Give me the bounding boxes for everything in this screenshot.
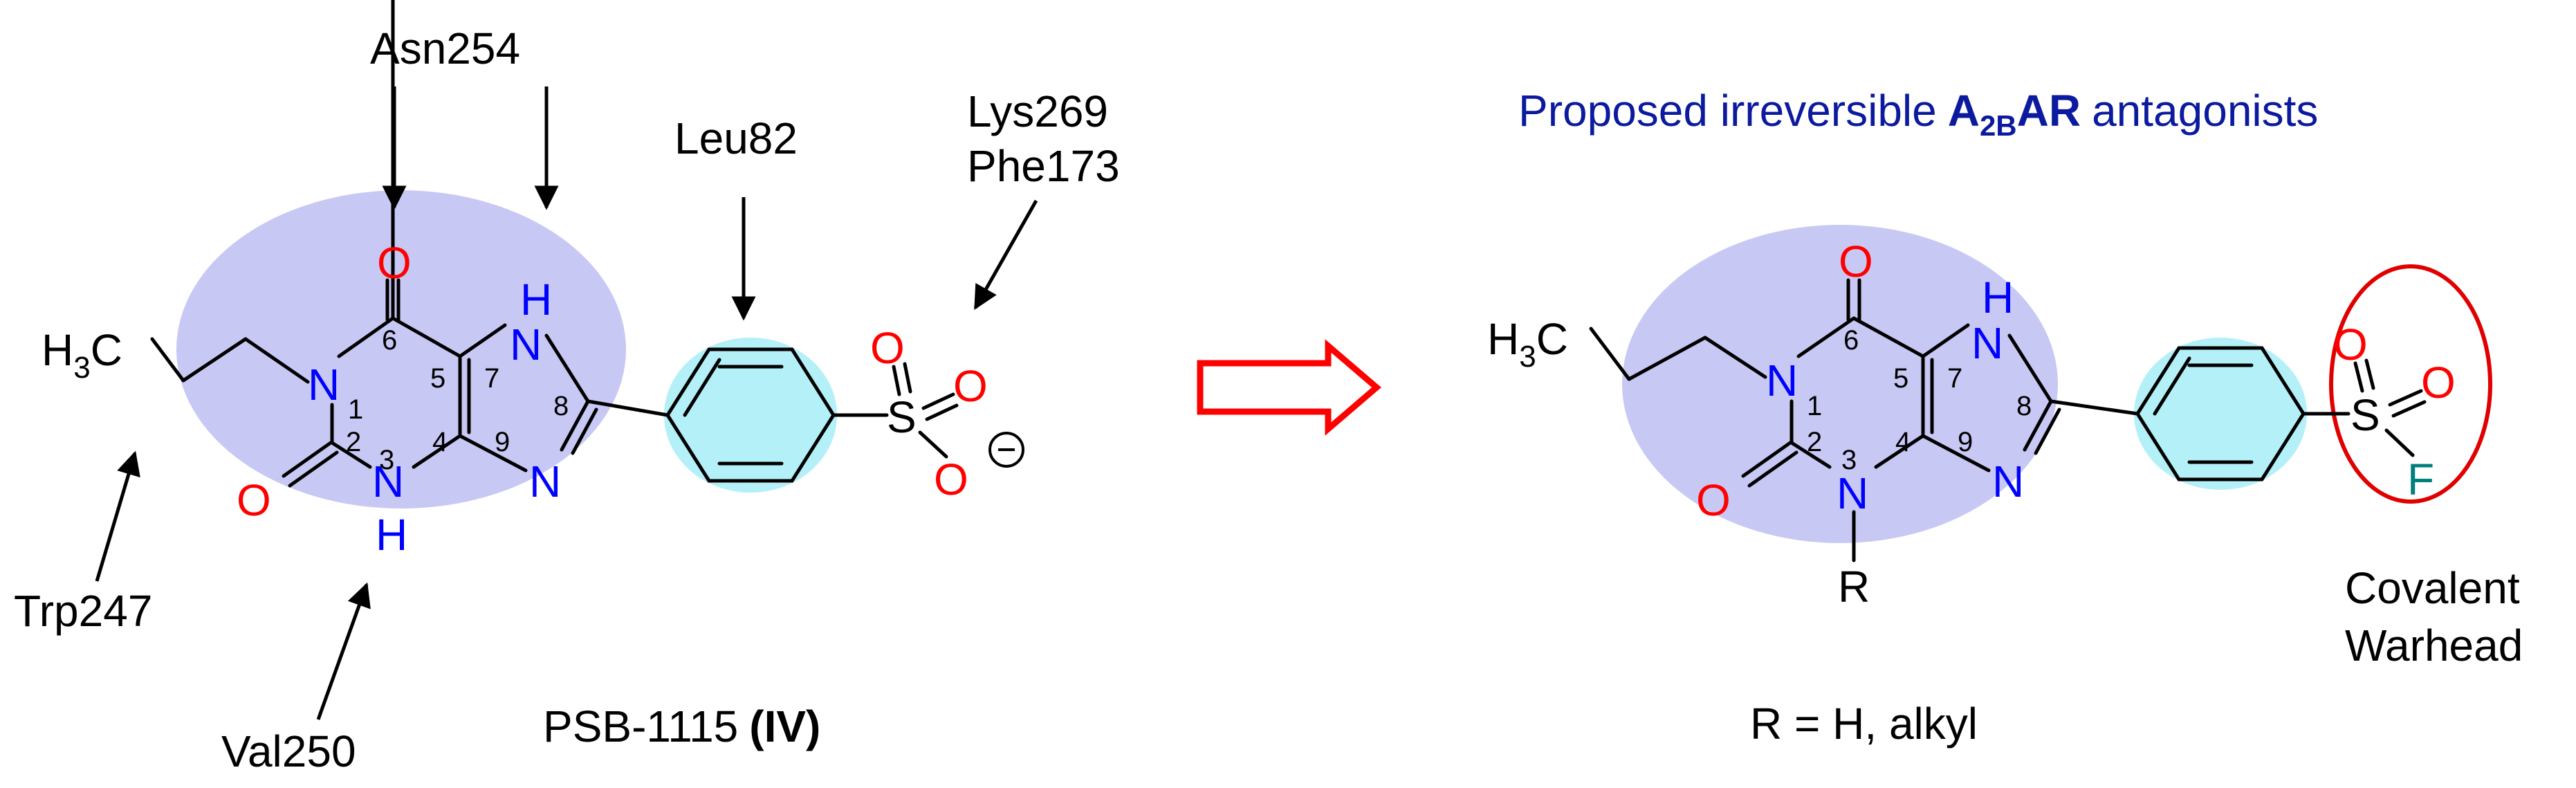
r-substituent: R <box>1838 562 1870 612</box>
xanthine-binding-highlight <box>176 190 626 508</box>
ring-number-9: 9 <box>495 427 510 457</box>
hydrogen-n3: H <box>376 510 407 560</box>
nitrogen-n1: N <box>1766 356 1798 405</box>
arrow-trp247 <box>95 450 140 582</box>
negative-charge-icon <box>988 432 1024 468</box>
nitrogen-n1: N <box>308 360 340 410</box>
ring-number-4: 4 <box>1895 427 1911 457</box>
residue-val250: Val250 <box>221 726 356 776</box>
ring-number-8: 8 <box>2016 391 2032 421</box>
ring-number-5: 5 <box>430 363 445 394</box>
ring-number-1: 1 <box>1807 391 1822 421</box>
residue-lys269: Lys269 <box>967 86 1108 136</box>
sulfur: S <box>2350 390 2380 440</box>
sulfonyl-oxygen-top: O <box>2333 320 2368 369</box>
hydrogen-n7: H <box>520 275 552 324</box>
arrow-val250 <box>316 582 371 720</box>
ring-number-3: 3 <box>1841 445 1857 475</box>
sulfonate-oxygen: O <box>934 455 968 504</box>
fluorine: F <box>2407 455 2434 504</box>
oxygen-c6: O <box>1839 237 1873 286</box>
ring-number-7: 7 <box>484 363 499 394</box>
warhead-label-line2: Warhead <box>2345 621 2523 670</box>
ring-number-6: 6 <box>382 325 397 356</box>
covalent-warhead-ring <box>2329 264 2492 504</box>
left-structure: H3C O N O N H H N N S O O O 1 2 3 4 5 6 … <box>14 0 1120 776</box>
methyl-group: H3C <box>42 325 122 385</box>
sulfur: S <box>887 392 917 442</box>
nitrogen-n3: N <box>1837 468 1868 518</box>
residue-phe173: Phe173 <box>967 141 1120 191</box>
ring-number-7: 7 <box>1947 363 1962 394</box>
warhead-label-line1: Covalent <box>2345 563 2520 613</box>
ring-number-2: 2 <box>1807 427 1822 457</box>
ring-number-2: 2 <box>346 427 361 457</box>
oxygen-c2: O <box>237 475 271 525</box>
oxygen-c2: O <box>1696 475 1731 525</box>
nitrogen-n9: N <box>1992 457 2024 506</box>
residue-asn254: Asn254 <box>370 24 520 73</box>
r-definition: R = H, alkyl <box>1750 699 1978 749</box>
oxygen-c6: O <box>377 238 412 288</box>
ring-number-8: 8 <box>553 391 569 421</box>
nitrogen-n7: N <box>1971 318 2003 368</box>
phenyl-binding-highlight <box>664 338 837 493</box>
ring-number-4: 4 <box>432 427 448 457</box>
sulfonyl-oxygen-right: O <box>2421 358 2456 407</box>
retrosynthetic-arrow <box>1197 339 1381 436</box>
hydrogen-n7: H <box>1982 273 2014 322</box>
phenyl-highlight <box>2134 338 2307 490</box>
arrow-lys269-phe173 <box>973 199 1038 311</box>
residue-leu82: Leu82 <box>674 113 798 163</box>
sulfonyl-oxygen-right: O <box>953 361 988 411</box>
ring-number-6: 6 <box>1843 325 1859 356</box>
compound-label: PSB-1115(IV) <box>543 702 820 751</box>
xanthine-highlight <box>1622 225 2058 543</box>
ring-number-1: 1 <box>348 394 363 425</box>
nitrogen-n7: N <box>510 320 542 369</box>
ring-number-9: 9 <box>1958 427 1973 457</box>
residue-trp247: Trp247 <box>14 586 152 636</box>
methyl-group: H3C <box>1487 314 1568 374</box>
ring-number-3: 3 <box>379 445 394 475</box>
nitrogen-n9: N <box>529 457 561 506</box>
sulfonyl-oxygen-top: O <box>870 323 905 373</box>
nitrogen-n3: N <box>372 457 404 506</box>
ring-number-5: 5 <box>1893 363 1908 394</box>
